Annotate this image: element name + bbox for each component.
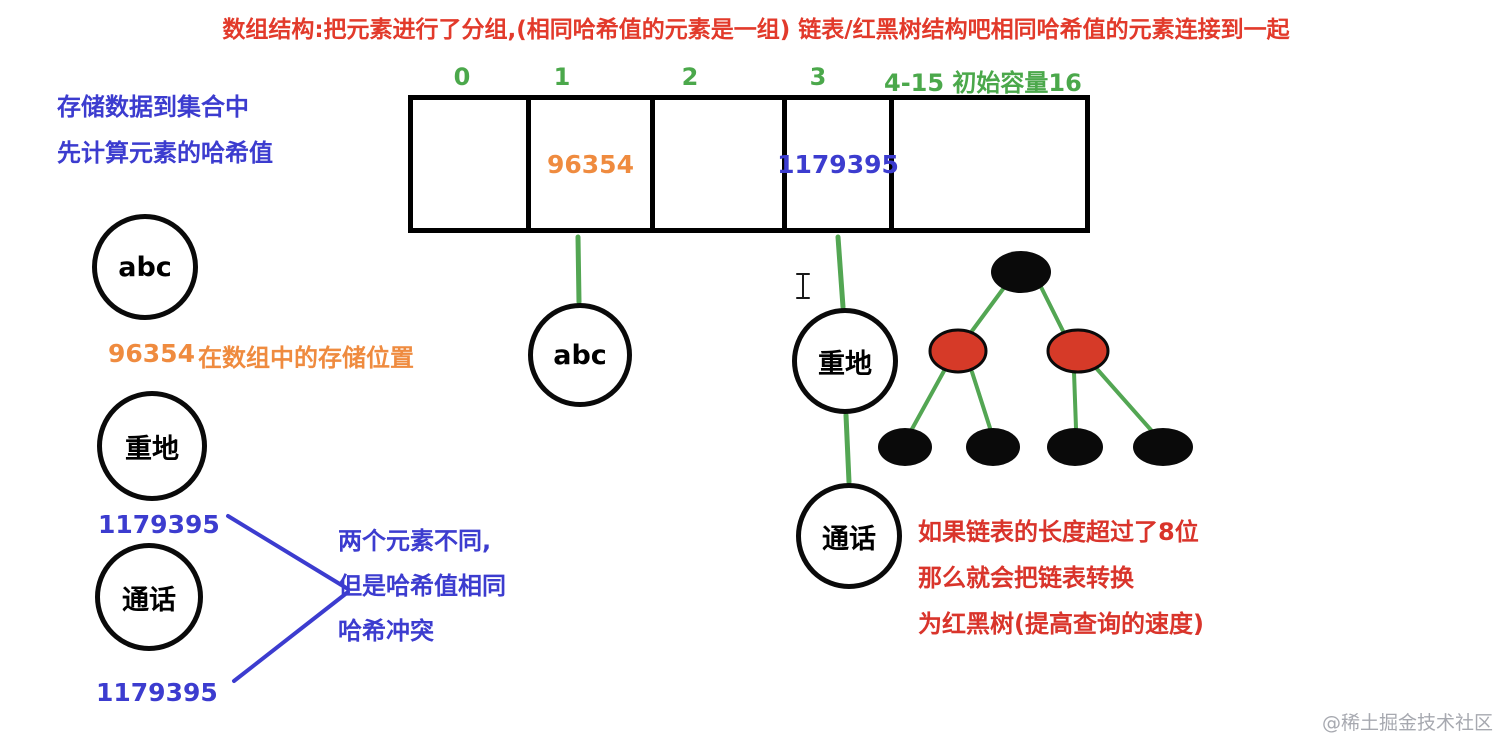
conflict-note-line1: 两个元素不同, (338, 527, 492, 555)
conflict-line-bottom (232, 590, 350, 683)
connector-cell1-abc (575, 234, 582, 305)
watermark: @稀土掘金技术社区 (1322, 712, 1494, 734)
note-compute-hash: 先计算元素的哈希值 (57, 139, 273, 167)
tree-edge-root-right (1039, 285, 1065, 333)
array-cell-4 (894, 100, 1085, 228)
tree-leaf-node-2 (966, 428, 1020, 466)
hash-value-abc: 96354 (108, 339, 195, 368)
tree-root-node (991, 251, 1051, 293)
rbtree-note-line2: 那么就会把链表转换 (918, 564, 1134, 592)
tree-red-node-right (1046, 328, 1110, 374)
bucket3-node-tonghua: 通话 (796, 483, 902, 589)
ibeam-cursor-icon (796, 273, 810, 299)
array-cell-0 (413, 100, 531, 228)
hash-array: 96354 1179395 (408, 95, 1090, 233)
array-index-1: 1 (553, 63, 571, 91)
tree-red-node-left (928, 328, 988, 374)
conflict-note-line2: 但是哈希值相同 (338, 572, 506, 600)
note-store-data: 存储数据到集合中 (57, 93, 249, 121)
element-circle-abc: abc (92, 214, 198, 320)
array-index-0: 0 (453, 63, 471, 91)
tree-leaf-node-4 (1133, 428, 1193, 466)
hash-value-tonghua: 1179395 (96, 678, 218, 707)
tree-leaf-node-3 (1047, 428, 1103, 466)
tree-leaf-node-1 (878, 428, 932, 466)
element-circle-zhongdi: 重地 (97, 391, 207, 501)
array-cell-3: 1179395 (777, 100, 899, 228)
conflict-line-top (226, 514, 350, 591)
element-circle-tonghua: 通话 (95, 543, 203, 651)
tree-edge-root-left (970, 287, 1005, 333)
connector-zhongdi-tonghua (843, 412, 852, 485)
array-index-4-15: 4-15 初始容量16 (884, 69, 1082, 97)
rbtree-note-line3: 为红黑树(提高查询的速度) (918, 610, 1204, 638)
hash-value-zhongdi: 1179395 (98, 510, 220, 539)
array-cell-1: 96354 (531, 100, 655, 228)
tree-edge-left-leaf2 (970, 370, 992, 430)
array-index-3: 3 (809, 63, 827, 91)
tree-edge-right-leaf4 (1095, 367, 1153, 432)
bucket1-node-abc: abc (528, 303, 632, 407)
diagram-title: 数组结构:把元素进行了分组,(相同哈希值的元素是一组) 链表/红黑树结构吧相同哈… (222, 17, 1290, 43)
bucket3-node-zhongdi: 重地 (792, 308, 898, 414)
conflict-note-line3: 哈希冲突 (338, 617, 434, 645)
connector-cell3-zhongdi (835, 234, 846, 310)
rbtree-note-line1: 如果链表的长度超过了8位 (918, 518, 1199, 546)
array-cell-2 (655, 100, 787, 228)
note-storage-position: 在数组中的存储位置 (198, 344, 414, 372)
tree-edge-right-leaf3 (1072, 370, 1078, 430)
tree-edge-left-leaf1 (910, 369, 946, 431)
array-index-2: 2 (681, 63, 699, 91)
